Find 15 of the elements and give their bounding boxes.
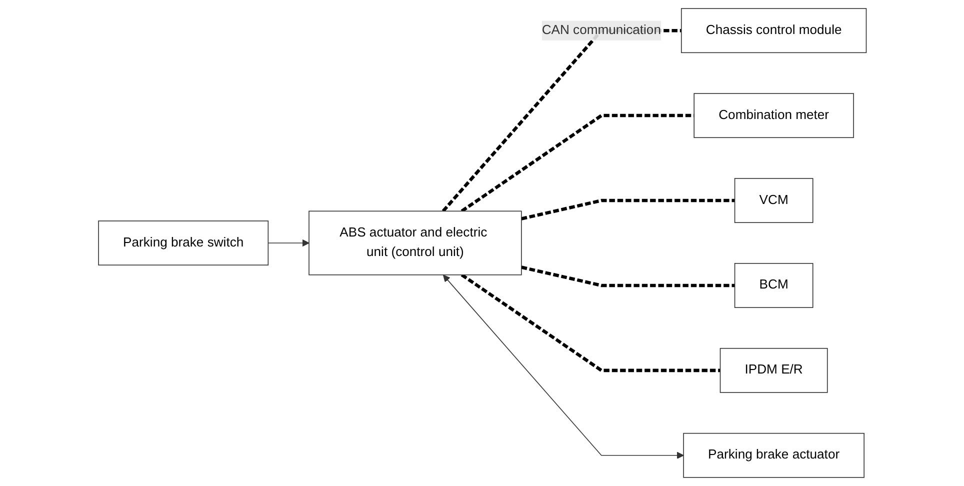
connector <box>520 266 734 288</box>
node-box: Chassis control module <box>680 8 866 54</box>
connector <box>460 274 720 372</box>
node-box: Combination meter <box>693 93 854 138</box>
node-box: Parking brake switch <box>98 220 268 266</box>
node-box: ABS actuator and electric unit (control unit) <box>308 210 522 276</box>
connector <box>520 198 734 220</box>
arrow <box>442 274 684 459</box>
arrow <box>267 239 309 247</box>
node-box: Parking brake actuator <box>682 432 864 478</box>
node-box: VCM <box>734 178 813 223</box>
edge-label: CAN communication <box>541 23 661 38</box>
connector <box>460 114 694 212</box>
node-box: BCM <box>734 263 813 308</box>
node-box: IPDM E/R <box>719 348 828 393</box>
